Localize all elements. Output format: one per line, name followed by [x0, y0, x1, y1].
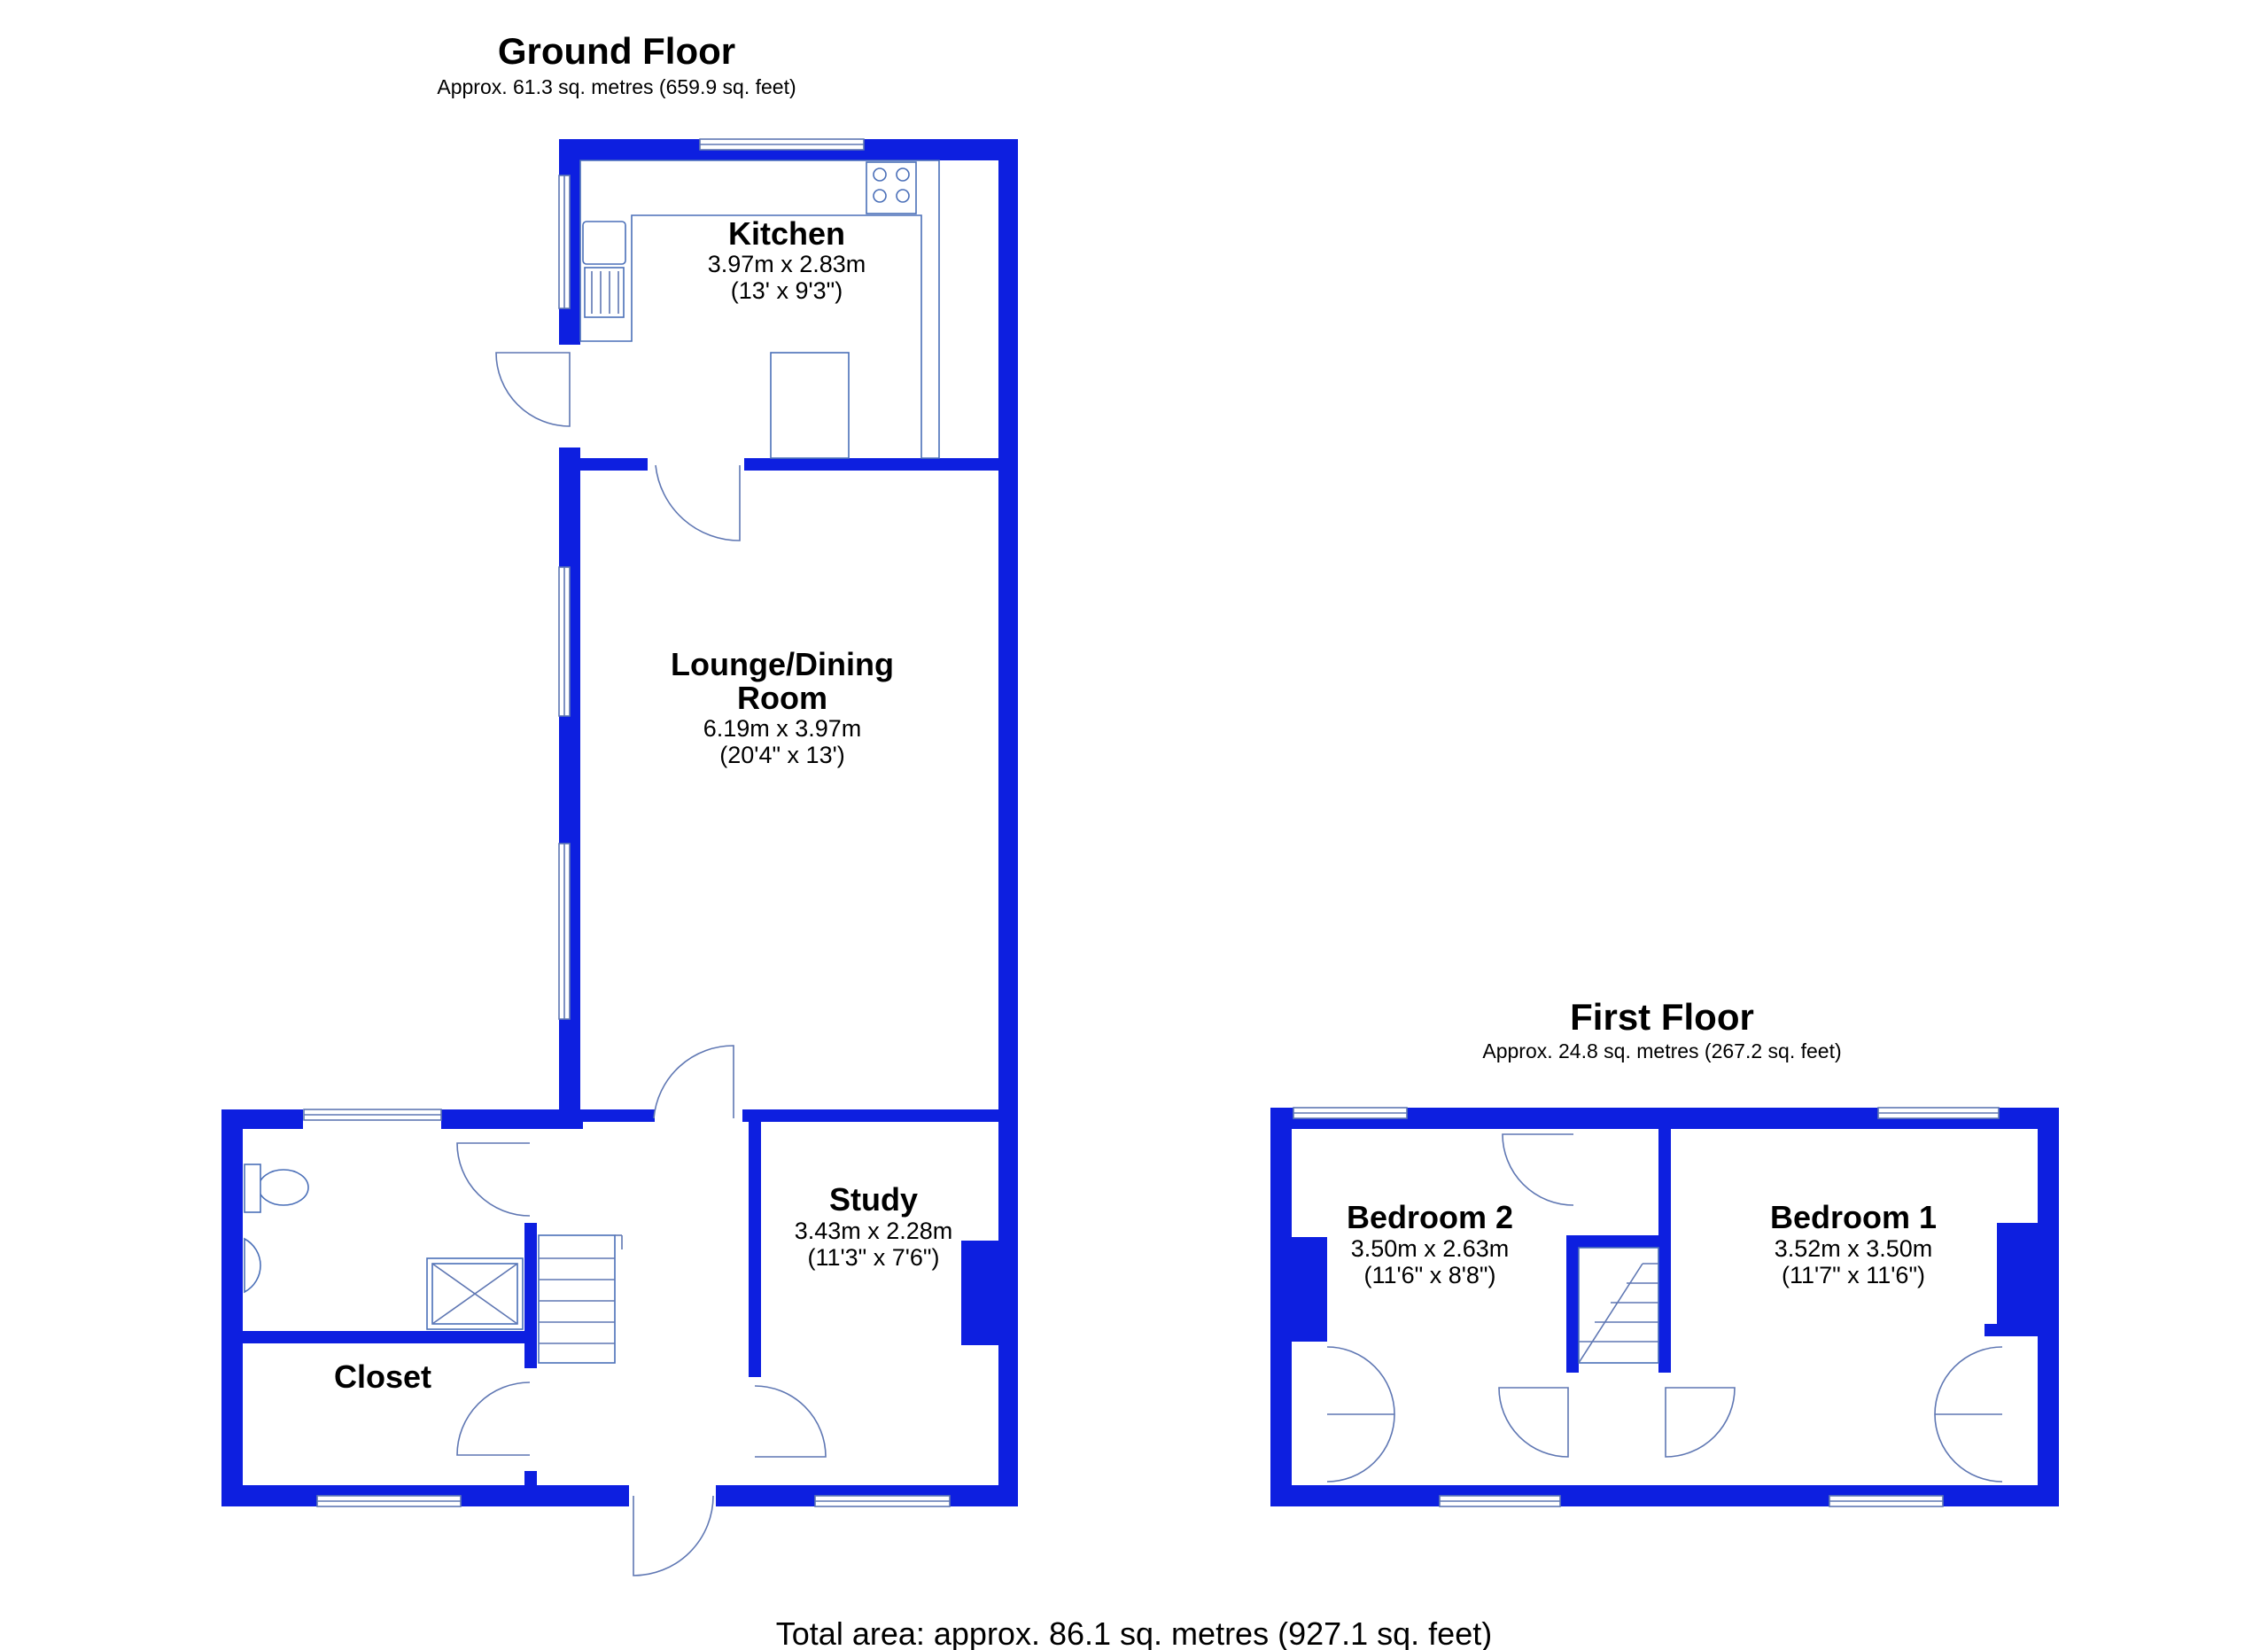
ff-left-wall: [1270, 1108, 1292, 1506]
bed1-door: [1665, 1387, 1736, 1458]
main-right-wall: [998, 139, 1018, 1506]
ground-floor-plan: [221, 138, 1018, 1576]
study-door: [754, 1385, 827, 1458]
bed2-door: [1498, 1387, 1569, 1458]
bed2-chimney: [1292, 1237, 1327, 1335]
lower-bottom-wall-right: [716, 1485, 742, 1506]
bedroom1-imperial: (11'7" x 11'6"): [1782, 1262, 1925, 1288]
kitchen-bottom-wall-right: [744, 458, 1010, 471]
cooker-hob-icon: [866, 161, 917, 214]
lower-left-wall: [221, 1109, 243, 1506]
ff-right-wall: [2038, 1108, 2059, 1506]
lounge-metric: 6.19m x 3.97m: [703, 715, 862, 742]
closet-label: Closet: [334, 1358, 431, 1395]
kitchen-appliance: [770, 352, 850, 459]
bathroom-door: [456, 1142, 531, 1217]
first-floor-stairs: [1578, 1247, 1659, 1364]
bedroom2-imperial: (11'6" x 8'8"): [1363, 1262, 1495, 1288]
kitchen-lounge-door: [655, 464, 741, 541]
bed2-right-wall: [1566, 1235, 1579, 1373]
basin-icon: [244, 1237, 261, 1294]
toilet-icon: [258, 1169, 309, 1206]
bed1-wardrobe-doors: [1934, 1346, 2003, 1483]
study-chimney: [961, 1241, 1001, 1345]
bed1-cupboard-wall: [1984, 1324, 2038, 1336]
lounge-imperial: (20'4" x 13'): [719, 742, 844, 768]
kitchen-sink-icon: [582, 221, 626, 265]
front-door: [633, 1495, 714, 1576]
lower-top-wall-b: [441, 1109, 583, 1129]
first-floor-title: First Floor: [1570, 996, 1754, 1038]
bedroom2-label: Bedroom 2: [1347, 1199, 1513, 1235]
first-floor-plan: [1270, 1107, 2059, 1507]
ground-floor-title: Ground Floor: [498, 30, 735, 72]
bedroom2-metric: 3.50m x 2.63m: [1351, 1235, 1510, 1262]
lounge-label-line2: Room: [737, 680, 827, 716]
first-floor-area: Approx. 24.8 sq. metres (267.2 sq. feet): [1482, 1039, 1841, 1062]
study-imperial: (11'3" x 7'6"): [807, 1244, 939, 1271]
kitchen-imperial: (13' x 9'3"): [731, 277, 843, 304]
bedroom1-label: Bedroom 1: [1770, 1199, 1937, 1235]
lounge-label-line1: Lounge/Dining: [671, 646, 894, 682]
lounge-bottom-wall-right: [742, 1109, 1008, 1122]
landing-top-wall: [1566, 1235, 1671, 1248]
study-metric: 3.43m x 2.28m: [795, 1218, 953, 1244]
ground-floor-stairs: [538, 1234, 623, 1364]
bedroom1-metric: 3.52m x 3.50m: [1775, 1235, 1933, 1262]
bathroom-right-wall: [524, 1223, 537, 1368]
total-area: Total area: approx. 86.1 sq. metres (927…: [776, 1615, 1492, 1650]
study-left-wall: [749, 1122, 761, 1377]
kitchen-label: Kitchen: [728, 215, 845, 252]
ff-divider-upper: [1658, 1129, 1671, 1244]
bed1-chimney: [1997, 1223, 2038, 1327]
bed1-left-wall: [1658, 1235, 1671, 1373]
kitchen-back-door: [495, 352, 571, 427]
lounge-hall-door: [653, 1045, 734, 1119]
kitchen-bottom-wall-left: [559, 458, 648, 471]
ff-landing-door: [1502, 1133, 1574, 1206]
bed2-cupboard-wall: [1292, 1329, 1327, 1342]
bed2-wardrobe-doors: [1326, 1346, 1395, 1483]
ground-floor-area: Approx. 61.3 sq. metres (659.9 sq. feet): [437, 75, 796, 98]
study-label: Study: [829, 1181, 918, 1218]
lounge-left-wall: [559, 448, 580, 1121]
bathroom-bottom-wall: [243, 1331, 535, 1343]
closet-door: [456, 1381, 531, 1456]
kitchen-metric: 3.97m x 2.83m: [708, 251, 866, 277]
